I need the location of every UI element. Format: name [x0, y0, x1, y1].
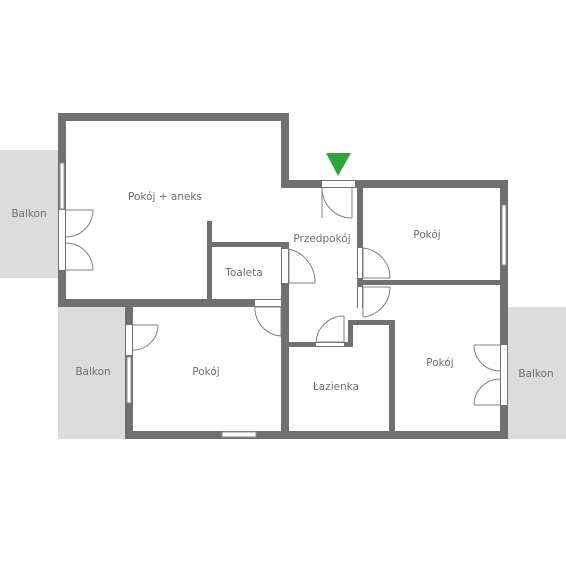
room-label-living: Pokój + aneks	[128, 191, 202, 203]
balcony-label-east: Balkon	[518, 368, 553, 380]
wall	[58, 299, 289, 307]
room-label-toilet: Toaleta	[224, 267, 262, 279]
wall	[357, 180, 508, 188]
door-swing	[254, 306, 282, 337]
balcony-label-west-upper: Balkon	[11, 208, 46, 220]
room-ne-door-opening	[358, 248, 362, 278]
windows	[59, 162, 507, 438]
door-swing	[473, 344, 501, 372]
room-sw-door-opening	[255, 300, 281, 306]
balcony-label-west-lower: Balkon	[75, 366, 110, 378]
door-swing	[321, 187, 353, 219]
door-swing	[132, 324, 159, 351]
room-label-hall: Przedpokój	[293, 233, 350, 245]
wall	[357, 180, 363, 308]
door-swing	[315, 315, 345, 343]
wall	[281, 242, 289, 439]
door-swing	[288, 248, 316, 284]
balcony-west-upper	[0, 150, 58, 278]
wall	[281, 180, 357, 188]
room-se-door-opening	[358, 287, 362, 317]
wall	[500, 180, 508, 439]
bathroom-door-opening	[316, 343, 344, 346]
wall	[207, 221, 212, 301]
balcony-east	[508, 307, 566, 439]
door-swing	[473, 378, 501, 406]
wall	[389, 320, 395, 439]
toilet-door-opening	[282, 249, 288, 283]
room-label-bathroom: Łazienka	[312, 381, 359, 393]
window	[221, 431, 257, 438]
window	[501, 204, 507, 266]
balcony-door-opening	[501, 345, 507, 405]
balcony-west-lower	[58, 307, 126, 439]
wall	[125, 431, 508, 439]
entrance-opening	[322, 181, 355, 187]
wall	[348, 320, 394, 325]
room-label-ne: Pokój	[413, 229, 440, 241]
room-label-sw: Pokój	[192, 366, 219, 378]
door-swing	[362, 247, 391, 279]
door-swing	[65, 242, 94, 271]
balcony-door-opening	[59, 210, 65, 270]
wall	[357, 280, 508, 285]
door-swing	[65, 209, 94, 238]
wall	[207, 242, 287, 247]
wall	[348, 320, 353, 347]
wall	[58, 113, 289, 121]
balcony-door-opening	[126, 325, 132, 355]
room-label-se: Pokój	[426, 357, 453, 369]
window	[126, 356, 132, 404]
doors	[65, 187, 501, 406]
wall	[281, 113, 289, 188]
entrance-arrow-icon	[326, 153, 351, 176]
openings	[59, 181, 507, 405]
window	[59, 162, 65, 210]
door-swing	[362, 286, 391, 318]
